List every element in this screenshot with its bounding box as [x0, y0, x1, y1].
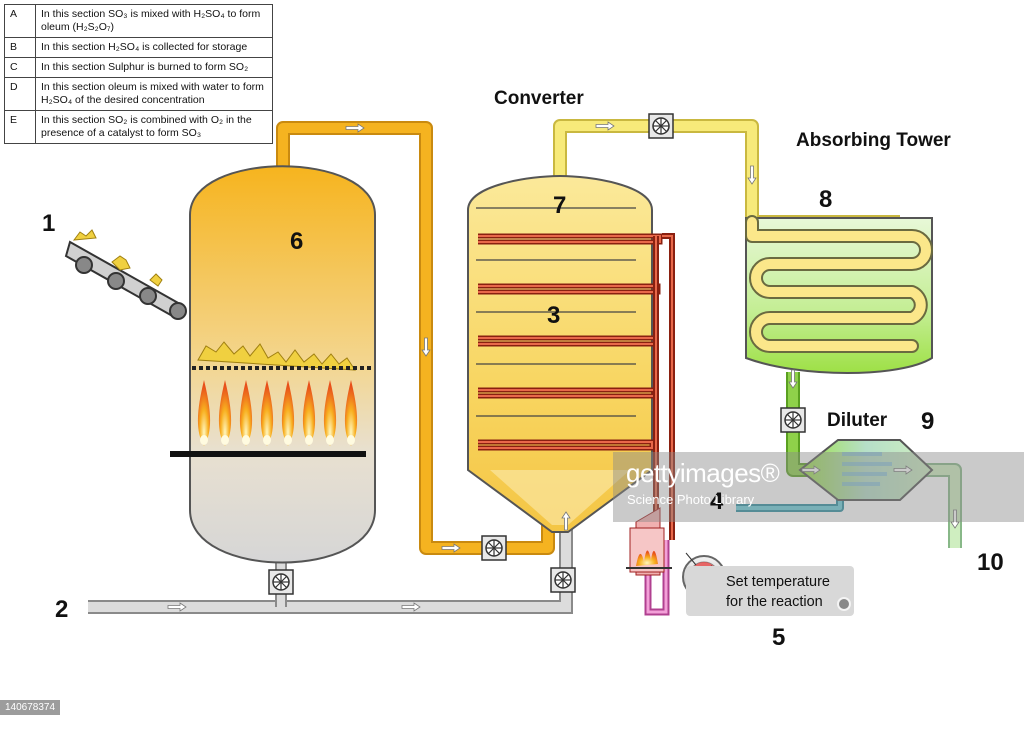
marker-3: 3: [547, 302, 561, 329]
cooling-coil-inner: [747, 217, 931, 351]
heating-coil-riser: [653, 233, 675, 540]
flame: [239, 380, 253, 446]
pump-fan: [648, 113, 674, 139]
flame: [260, 380, 274, 446]
watermark-band: [613, 452, 1024, 522]
pump-fan: [268, 569, 294, 595]
marker-6: 6: [290, 228, 304, 255]
legend-text: In this section SO₂ is combined with O₂ …: [35, 110, 273, 144]
sulphur-burner: [170, 165, 376, 564]
legend-text: In this section SO₃ is mixed with H₂SO₄ …: [35, 4, 273, 38]
legend-key: E: [4, 110, 36, 144]
absorbing-tower: [745, 215, 933, 374]
flame: [302, 380, 316, 446]
image-id-tag: 140678374: [0, 700, 61, 715]
flow-arrow: [893, 465, 913, 475]
knob-icon: [837, 597, 851, 611]
set-temperature-callout: Set temperature for the reaction: [686, 566, 854, 616]
flow-arrow: [401, 602, 421, 612]
pump-fan: [780, 407, 806, 433]
marker-8: 8: [819, 186, 833, 213]
flow-arrow: [441, 543, 461, 553]
flow-arrow: [747, 165, 757, 185]
pump-fans: [268, 113, 806, 595]
flame: [323, 380, 337, 446]
burner-flames: [197, 380, 358, 446]
heating-coil: [478, 439, 655, 451]
marker-10: 10: [977, 549, 1004, 576]
marker-2: 2: [55, 596, 69, 623]
flow-arrow: [788, 369, 798, 389]
diluter-label: Diluter: [827, 410, 888, 431]
marker-1: 1: [42, 210, 56, 237]
flow-arrow: [595, 121, 615, 131]
legend-text: In this section oleum is mixed with wate…: [35, 77, 273, 111]
flow-arrow: [345, 123, 365, 133]
marker-4: 4: [710, 488, 724, 515]
reaction-heater: [626, 507, 672, 616]
legend-text: In this section H₂SO₄ is collected for s…: [35, 37, 273, 58]
sulphur-conveyor: [64, 229, 187, 320]
catalyst-shelves: [476, 207, 636, 417]
converter-vessel: [467, 174, 675, 540]
legend-key: D: [4, 77, 36, 111]
legend-key: A: [4, 4, 36, 38]
legend-text: In this section Sulphur is burned to for…: [35, 57, 273, 78]
flame: [197, 380, 211, 446]
flow-arrow: [421, 337, 431, 357]
set-temperature-line1: Set temperature: [726, 574, 830, 590]
pump-fan: [550, 567, 576, 593]
diluter: [798, 439, 934, 501]
marker-5: 5: [772, 624, 786, 651]
flame: [218, 380, 232, 446]
watermark-brand: gettyimages®: [626, 458, 780, 488]
set-temperature-line2: for the reaction: [726, 594, 823, 610]
legend-key: C: [4, 57, 36, 78]
heating-coils: [478, 233, 675, 540]
flame: [281, 380, 295, 446]
legend-key: B: [4, 37, 36, 58]
converter-label: Converter: [494, 88, 584, 109]
watermark-credit: Science Photo Library: [627, 492, 755, 507]
flow-arrow: [561, 511, 571, 531]
sulphur-pile: [197, 341, 356, 371]
absorbing-tower-label: Absorbing Tower: [796, 130, 951, 151]
flow-arrow: [950, 509, 960, 529]
flow-arrows: [167, 121, 960, 612]
set-temperature-text: Set temperature for the reaction: [726, 572, 830, 612]
marker-7: 7: [553, 192, 567, 219]
flow-arrow: [801, 465, 821, 475]
heating-coil: [478, 233, 663, 245]
pump-fan: [481, 535, 507, 561]
marker-9: 9: [921, 408, 935, 435]
flame: [344, 380, 358, 446]
flow-arrow: [167, 602, 187, 612]
